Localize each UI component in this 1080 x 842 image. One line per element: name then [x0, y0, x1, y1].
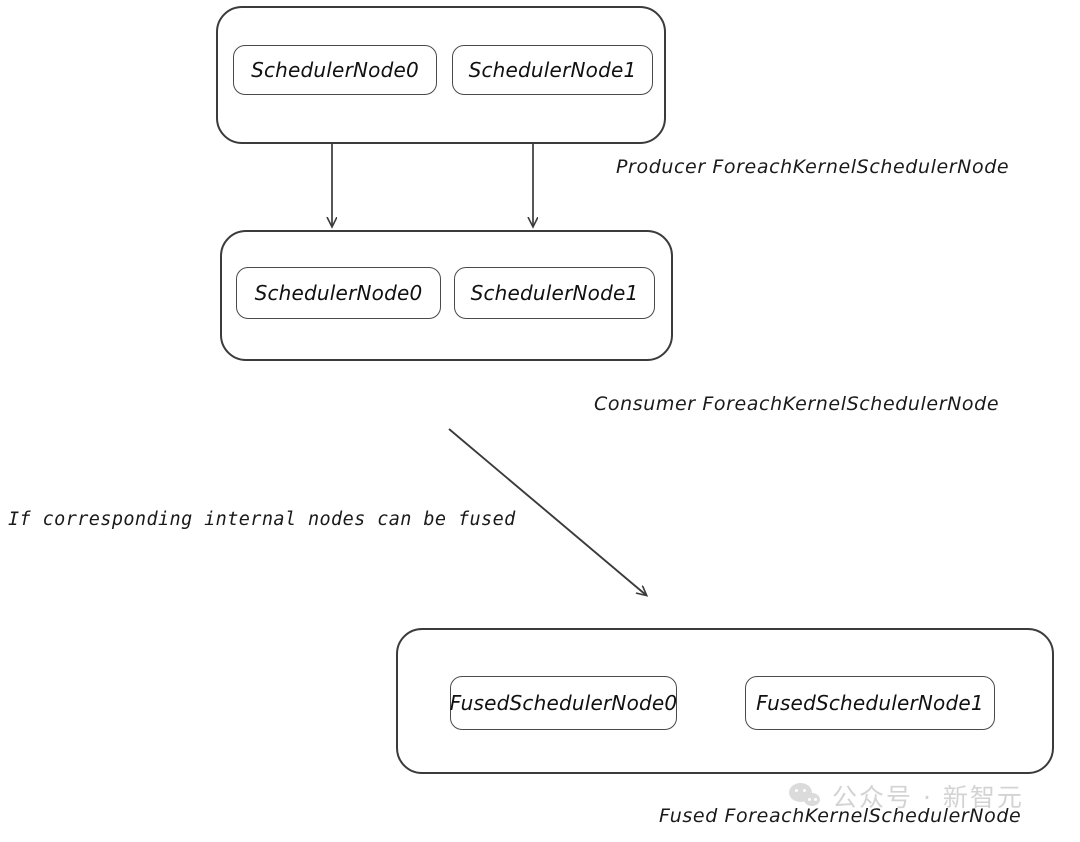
- producer-node-1: SchedulerNode1: [452, 45, 653, 95]
- fused-node-1: FusedSchedulerNode1: [745, 676, 995, 730]
- consumer-node-0-label: SchedulerNode0: [254, 281, 423, 305]
- consumer-node-0: SchedulerNode0: [236, 267, 441, 319]
- consumer-group-caption: Consumer ForeachKernelSchedulerNode: [594, 393, 1000, 415]
- fused-group-caption: Fused ForeachKernelSchedulerNode: [659, 805, 1022, 827]
- fused-node-0: FusedSchedulerNode0: [450, 676, 677, 730]
- producer-node-1-label: SchedulerNode1: [468, 58, 637, 82]
- producer-node-0-label: SchedulerNode0: [251, 58, 419, 82]
- fused-node-0-label: FusedSchedulerNode0: [449, 691, 678, 715]
- fused-node-1-label: FusedSchedulerNode1: [756, 691, 984, 715]
- consumer-node-1: SchedulerNode1: [454, 267, 655, 319]
- producer-node-0: SchedulerNode0: [233, 45, 437, 95]
- consumer-node-1-label: SchedulerNode1: [470, 281, 639, 305]
- fusion-condition-label: If corresponding internal nodes can be f…: [8, 509, 516, 530]
- producer-group-caption: Producer ForeachKernelSchedulerNode: [616, 156, 1010, 178]
